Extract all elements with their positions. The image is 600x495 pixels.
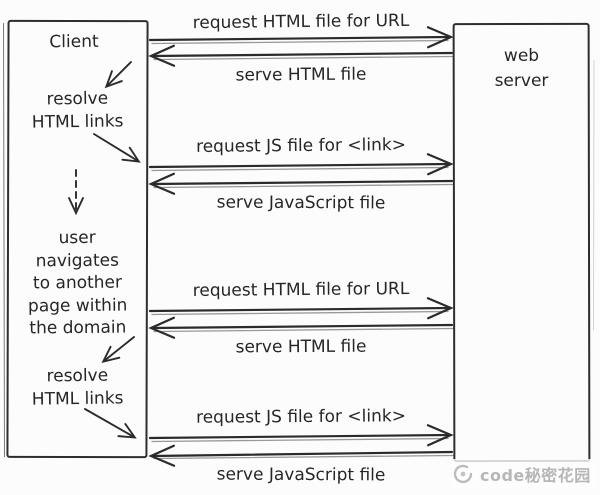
annotation-line: navigates	[35, 250, 119, 271]
serve-html-arrow-1	[148, 44, 454, 67]
client-label: Client	[49, 31, 99, 53]
web-server-label-line: web	[503, 46, 540, 66]
resolve-done-arrow-2	[84, 408, 137, 439]
annotation-line: user	[58, 227, 96, 249]
message-label-request-js-1: request JS file for <link>	[195, 135, 407, 157]
message-label-serve-html-1: serve HTML file	[235, 64, 367, 86]
request-js-arrow-1	[148, 153, 454, 176]
request-html-arrow-2	[148, 297, 454, 320]
annotation-resolve-links-1: resolve HTML links	[7, 87, 149, 134]
watermark: code秘密花园	[451, 459, 597, 489]
message-label-request-html-1: request HTML file for URL	[192, 10, 410, 34]
annotation-resolve-links-2: resolve HTML links	[7, 364, 149, 411]
resolve-step-arrow-1	[104, 61, 132, 89]
watermark-text: code秘密花园	[480, 466, 591, 485]
resolve-done-arrow-1	[93, 133, 141, 163]
serve-js-arrow-1	[148, 172, 454, 195]
annotation-user-navigation: user navigates to another page within th…	[7, 226, 149, 340]
web-server-label-line: server	[494, 71, 549, 91]
annotation-line: HTML links	[31, 387, 124, 410]
annotation-line: the domain	[29, 317, 127, 339]
message-label-request-html-2: request HTML file for URL	[192, 279, 410, 301]
annotation-line: HTML links	[31, 110, 124, 133]
annotation-line: to another	[32, 272, 123, 294]
annotation-line: page within	[27, 295, 128, 316]
serve-html-arrow-2	[148, 316, 454, 339]
request-js-arrow-2	[148, 424, 454, 447]
web-server-label: web server	[453, 44, 590, 94]
message-label-serve-js-1: serve JavaScript file	[216, 192, 386, 214]
message-label-serve-js-2: serve JavaScript file	[216, 464, 386, 486]
resolve-step-arrow-2	[101, 336, 135, 364]
message-label-serve-html-2: serve HTML file	[235, 336, 367, 358]
sketch-box-edges	[3, 22, 595, 458]
swirl-logo-icon	[453, 464, 473, 484]
annotation-line: resolve	[46, 88, 109, 110]
serve-js-arrow-2	[148, 444, 454, 467]
message-label-request-js-2: request JS file for <link>	[195, 406, 407, 428]
request-html-arrow-1	[148, 26, 454, 49]
annotation-line: resolve	[46, 365, 109, 387]
